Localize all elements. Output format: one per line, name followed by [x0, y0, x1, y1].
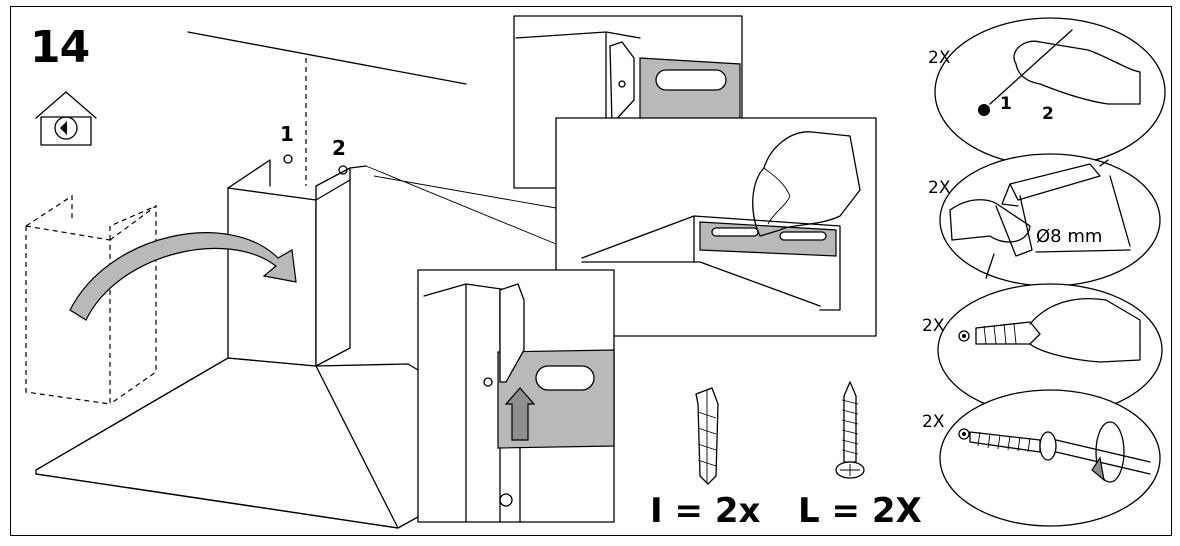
arrow-icon — [69, 232, 297, 321]
ghost-chimney — [25, 194, 157, 405]
step-circle-screw — [939, 389, 1161, 527]
quantity-drill: 2X — [928, 178, 951, 198]
plug-formula: I = 2x — [650, 491, 761, 531]
quantity-plug: 2X — [922, 316, 945, 336]
step-circle-drill — [939, 153, 1161, 287]
diagram-frame — [10, 6, 1172, 536]
step-circle-plug — [937, 283, 1163, 417]
hole-1 — [283, 154, 293, 164]
mark-label-1: 1 — [1000, 94, 1012, 114]
quantity-mark: 2X — [928, 48, 951, 68]
drill-size: Ø8 mm — [1036, 226, 1103, 247]
step-circle-mark — [934, 17, 1166, 167]
mark-label-2: 2 — [1042, 104, 1054, 124]
screw-icon — [835, 381, 865, 479]
step-number: 14 — [30, 22, 90, 73]
wall-plug-icon — [695, 387, 719, 485]
house-icon — [35, 91, 97, 146]
hole-2 — [338, 165, 348, 175]
chimney — [227, 159, 367, 367]
quantity-screw: 2X — [922, 412, 945, 432]
screw-formula: L = 2X — [798, 491, 922, 531]
hole-label-1: 1 — [280, 122, 294, 146]
ceiling-line — [187, 31, 467, 85]
hole-label-2: 2 — [332, 136, 346, 160]
detail-box-bottom — [417, 269, 615, 523]
